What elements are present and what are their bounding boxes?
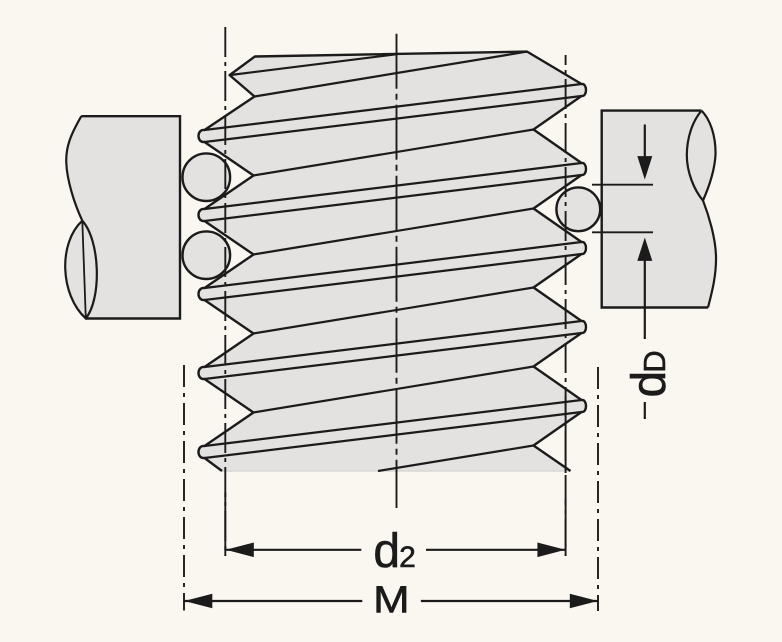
svg-text:M: M	[373, 580, 410, 622]
